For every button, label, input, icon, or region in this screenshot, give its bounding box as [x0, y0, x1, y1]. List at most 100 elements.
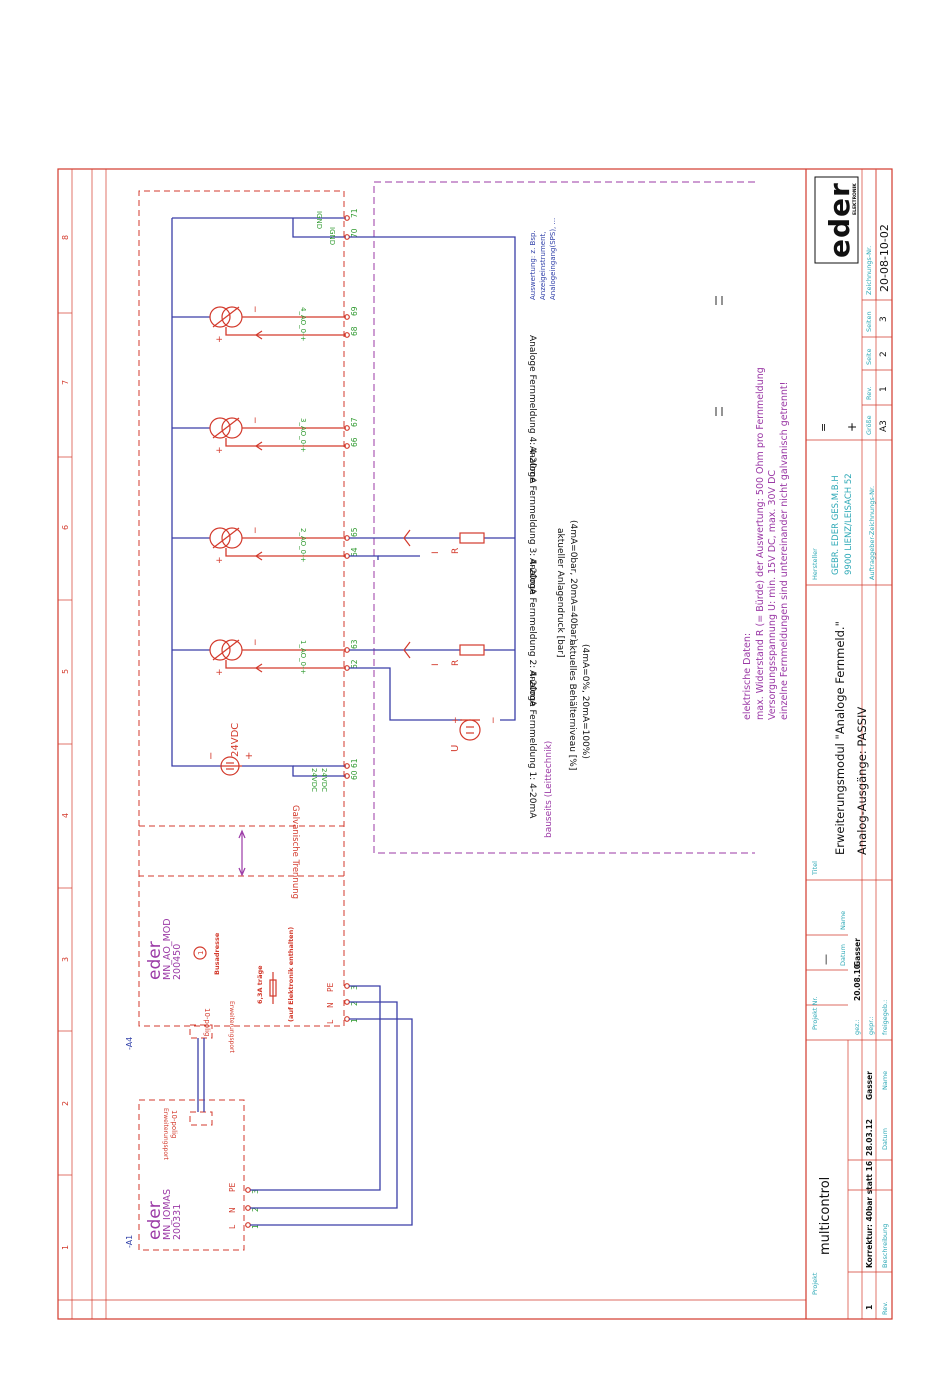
titel-line2: Analog-Ausgänge: PASSIV [855, 707, 869, 855]
supply-term-61: 61 [350, 758, 359, 768]
a1-term-3: 3 [251, 1189, 260, 1194]
ignd-term-70: 70 [350, 228, 359, 238]
tb-name-label: Name [839, 911, 847, 930]
output-2-plus: + [215, 556, 225, 564]
titel-label: Titel [811, 861, 819, 876]
output-1-plus: + [215, 668, 225, 676]
signal-2-line2: aktueller Anlagendruck [bar] [555, 528, 565, 658]
supply-term-label-1: 24VDC [310, 768, 318, 792]
a4-fuse-line2: (auf Elektronik enthalten) [287, 927, 295, 1022]
output-4-term-b: 69 [350, 306, 359, 316]
projekt-nr: — [819, 954, 832, 965]
a1-port-line1: 10-polig [170, 1110, 178, 1139]
output-channel-2: + − 2_AO_0-+ 64 65 [172, 526, 359, 564]
output-2-minus: − [251, 526, 261, 534]
supply-term-60: 60 [350, 770, 359, 780]
supply-24vdc: 24VDC + − 24VDC 24VDC 60 61 [171, 218, 359, 792]
elec-data-line3: Versorgungsspannung U: min. 15V DC, max.… [767, 470, 778, 720]
field-side: bauseits (Leittechnik) I R I R U + − Aus… [349, 181, 790, 854]
freigegeb-label: freigegeb.: [881, 1000, 889, 1035]
a4-port-line1: 10-polig [203, 1008, 211, 1037]
signal-1-line3: (4mA=0%, 20mA=100%) [580, 644, 590, 759]
output-4-plus: + [215, 335, 225, 343]
module-a1: -A1 eder MN_IOMAS 200331 10-polig Erweit… [125, 1099, 260, 1251]
signal-4-line1: Analoge Fernmeldung 4: 4-20mA [527, 335, 537, 484]
auswertung-line3: Analogeingang(SPS), ... [549, 218, 557, 300]
output-4-label: 4_AO_0-+ [299, 307, 307, 342]
logo-sub: ELEKTRONIK [852, 183, 858, 215]
column-number-7: 7 [61, 380, 70, 385]
galvanic-isolation: Galvanische Trennung [138, 805, 345, 899]
output-4-minus: − [251, 305, 261, 313]
field-source-plus: + [451, 716, 461, 724]
column-number-8: 8 [61, 235, 70, 240]
a4-bus-label: Busadresse [213, 932, 221, 975]
output-channel-4: + − 4_AO_0-+ 68 69 [172, 305, 359, 343]
module-a4: -A4 eder MN_AO_MOD 200450 1 Busadresse 1… [125, 875, 359, 1054]
gez-label: gez.: [853, 1019, 861, 1035]
a4-label-l: L [326, 1019, 335, 1024]
gez-datum: 20.08.10 [853, 964, 862, 1001]
rev-header-beschreibung: Beschreibung [881, 1224, 889, 1268]
a4-fuse-line1: 6,3A träge [256, 965, 264, 1004]
a4-brand: eder [145, 941, 165, 980]
hersteller-label: Hersteller [811, 548, 819, 580]
signal-2-line3: (4mA=0bar, 20mA=40bar) [568, 520, 578, 642]
auftraggeber-label: Auftraggeber-Zeichnungs-Nr. [868, 486, 876, 580]
seite-label: Seite [865, 349, 873, 365]
a1-label-l: L [228, 1224, 237, 1229]
titel-line1: Erweiterungsmodul "Analoge Fernmeld." [833, 621, 847, 855]
elec-data-line2: max. Widerstand R (= Bürde) der Auswertu… [755, 367, 766, 720]
sheet-frame [57, 168, 893, 1320]
elec-data-line4: einzelne Fernmeldungen sind untereinande… [779, 382, 790, 720]
field-source-minus: − [489, 716, 499, 724]
supply-term-label-2: 24VDC [320, 768, 328, 792]
zeichnungs-nr-value: 20-08-10-02 [878, 224, 891, 292]
output-3-term-b: 67 [350, 417, 359, 427]
output-2-term-a: 64 [350, 547, 359, 557]
rev-header-name: Name [881, 1071, 889, 1090]
a1-port-line2: Erweiterungsport [162, 1108, 169, 1161]
output-4-term-a: 68 [350, 326, 359, 336]
a4-model: MN_AO_MOD [162, 918, 173, 980]
ignd-label-2: IGND [328, 227, 336, 245]
rev-row-datum: 28.03.12 [865, 1119, 874, 1156]
output-channel-1: + − 1_AO_0-+ 62 63 [172, 638, 359, 676]
field-ch2-current: I [431, 551, 441, 554]
a4-number: 200450 [172, 944, 183, 980]
a1-term-2: 2 [251, 1207, 260, 1212]
column-number-4: 4 [61, 813, 70, 818]
auswertung-line2: Anzeigeinstrument, [539, 231, 547, 300]
a1-label-n: N [228, 1207, 237, 1213]
rev-row-description: Korrektur: 40bar statt 16 [865, 1161, 874, 1268]
hersteller-line2: 9900 LIENZ/LEISACH 52 [844, 473, 854, 575]
seiten-value: 3 [879, 316, 889, 322]
output-1-term-b: 63 [350, 639, 359, 649]
rev-header-datum: Datum [881, 1128, 889, 1150]
rev-value: 1 [879, 386, 889, 392]
supply-plus: + [244, 752, 255, 760]
ignd-term-71: 71 [350, 208, 359, 218]
column-number-1: 1 [61, 1245, 70, 1250]
rev-row-number: 1 [865, 1305, 874, 1310]
column-number-5: 5 [61, 669, 70, 674]
a1-term-1: 1 [251, 1224, 260, 1229]
zeichnungs-nr-label: Zeichnungs-Nr. [865, 246, 873, 295]
marker-eq: = [817, 423, 830, 432]
a1-model: MN_IOMAS [162, 1189, 173, 1240]
output-1-term-a: 62 [350, 659, 359, 669]
output-1-minus: − [251, 638, 261, 646]
projekt-name: multicontrol [818, 1177, 833, 1255]
a4-label-pe: PE [326, 982, 335, 992]
a4-term-2: 2 [350, 1001, 359, 1006]
groesse-label: Größe [865, 415, 873, 435]
signal-2-line1: Analoge Fernmeldung 2: 4-20mA [527, 558, 537, 707]
a4-label-n: N [326, 1002, 335, 1008]
signal-3-line1: Analoge Fernmeldung 3: 4-20mA [527, 446, 537, 595]
a1-brand: eder [145, 1201, 165, 1240]
field-ch1-current: I [431, 663, 441, 666]
column-number-6: 6 [61, 525, 70, 530]
groesse-value: A3 [879, 420, 889, 432]
field-ch2-resistor: R [451, 548, 461, 554]
